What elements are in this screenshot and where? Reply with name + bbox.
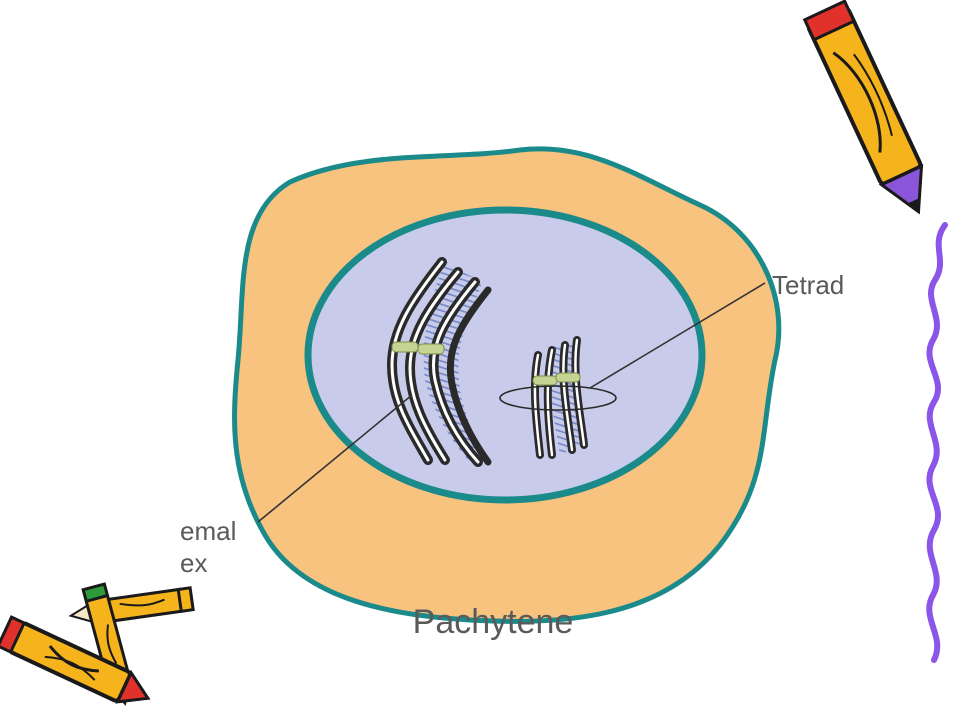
chiasma-left — [391, 341, 445, 355]
pencil-icon — [68, 586, 195, 625]
label-tetrad: Tetrad — [772, 270, 844, 300]
stage-title: Pachytene — [413, 603, 574, 641]
cell-illustration: Tetrad emal ex Pachytene — [180, 146, 844, 641]
decorative-squiggle — [926, 222, 948, 663]
bivalent-left — [386, 257, 492, 467]
nucleus — [304, 206, 706, 504]
pencil-icon — [0, 615, 151, 704]
tetrad-ring — [499, 385, 617, 411]
label-synaptonemal-line1: emal — [180, 516, 236, 546]
tetrad-leader-line — [589, 282, 766, 389]
bivalent-right — [530, 336, 588, 459]
pencil-icon — [802, 0, 924, 215]
synaptonemal-leader-line — [257, 394, 413, 523]
label-synaptonemal-line2: ex — [180, 548, 207, 578]
chiasma-right — [532, 372, 581, 386]
